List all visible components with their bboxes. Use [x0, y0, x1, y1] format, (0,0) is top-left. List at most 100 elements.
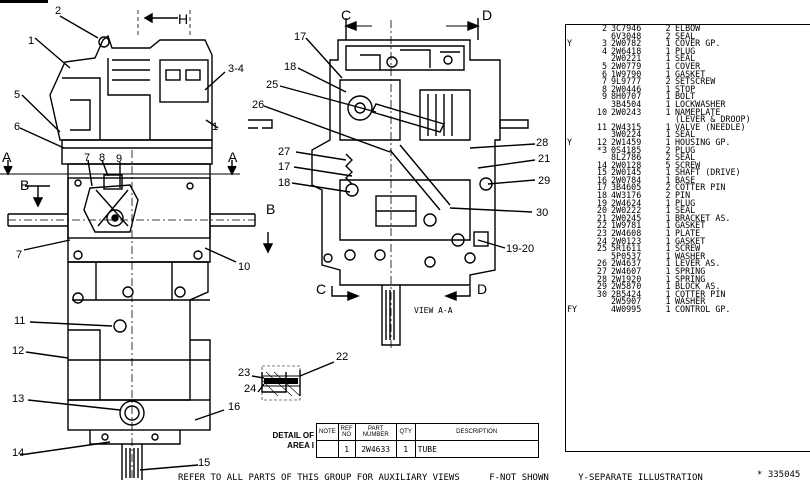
parts-cell-desc: SCREW	[675, 159, 701, 170]
parts-cell-note	[566, 260, 594, 268]
parts-cell-note	[566, 101, 594, 109]
parts-cell-qty: 1	[665, 174, 671, 185]
footer-not-shown: F-NOT SHOWN	[489, 473, 549, 483]
parts-cell-part: 8L2786	[611, 152, 642, 163]
parts-cell-note	[566, 222, 594, 230]
parts-cell-ref: 20	[596, 205, 607, 216]
parts-cell-part: 2W1459	[611, 136, 642, 147]
parts-cell-part: 8H0707	[611, 91, 642, 102]
parts-cell-ref: 2	[601, 23, 607, 33]
section-letter-c-top: C	[341, 7, 351, 23]
parts-cell-qty: 2	[665, 76, 671, 87]
parts-cell-desc: BOLT	[675, 91, 696, 102]
detail-table-block: DETAIL OF AREA I NOTE REF NO PART NUMBER…	[262, 423, 562, 461]
parts-cell-desc: SEAL	[675, 205, 696, 216]
parts-cell-part: 2W6418	[611, 45, 642, 56]
parts-cell-part: 3B4504	[611, 98, 642, 109]
parts-cell-part: 2B5424	[611, 288, 642, 299]
callout-13: 13	[12, 393, 24, 405]
callout-8: 8	[99, 152, 105, 164]
parts-cell-ref: 29	[596, 281, 607, 292]
parts-cell-note	[566, 177, 594, 185]
callout-29: 29	[538, 175, 550, 187]
parts-cell-part: 2W1920	[611, 273, 642, 284]
section-letter-b-left: B	[20, 177, 29, 193]
parts-cell-qty: 1	[665, 281, 671, 292]
detail-area-i	[251, 361, 335, 401]
parts-cell-desc: SPRING	[675, 266, 706, 276]
parts-cell-note: Y	[567, 38, 573, 49]
parts-cell-qty: 1	[665, 129, 671, 140]
callout-16: 16	[228, 401, 240, 413]
parts-cell-note	[566, 93, 594, 101]
parts-cell-ref: 11	[596, 121, 607, 132]
parts-cell-desc: WASHER	[675, 296, 706, 307]
parts-cell-note	[566, 169, 594, 177]
parts-cell-note	[566, 154, 594, 162]
callout-12: 12	[12, 345, 24, 357]
parts-cell-qty: 2	[665, 182, 671, 193]
parts-cell-part: 2W0222	[611, 205, 642, 216]
parts-cell-ref: 26	[596, 258, 607, 269]
parts-cell-part: 3B4605	[611, 182, 642, 193]
parts-cell-part: 5P0537	[611, 250, 642, 261]
parts-cell-desc: COTTER PIN	[675, 182, 726, 193]
parts-cell-note	[566, 215, 594, 223]
parts-cell-desc: NAMEPLATE	[675, 106, 721, 117]
parts-cell-part: 6V3048	[611, 30, 642, 41]
parts-cell-ref: 16	[596, 174, 607, 185]
parts-cell-qty: 1	[665, 303, 671, 314]
parts-cell-desc: (LEVER & DROOP)	[675, 114, 751, 125]
detail-table: NOTE REF NO PART NUMBER QTY DESCRIPTION …	[316, 423, 539, 458]
callout-17a: 17	[294, 31, 306, 43]
parts-cell-desc: WASHER	[675, 250, 706, 261]
footer-notes: REFER TO ALL PARTS OF THIS GROUP FOR AUX…	[178, 473, 727, 483]
parts-cell-part: 5R1611	[611, 243, 642, 254]
callout-11: 11	[14, 315, 25, 327]
parts-cell-desc: SHAFT (DRIVE)	[675, 167, 741, 178]
callout-18a: 18	[284, 61, 296, 73]
parts-cell-desc: COVER	[675, 60, 701, 71]
callout-18b: 18	[278, 177, 290, 189]
parts-cell-desc: VALVE (NEEDLE)	[675, 121, 746, 132]
parts-cell-note	[566, 184, 594, 192]
parts-cell-ref: 21	[596, 212, 607, 223]
parts-cell-qty: 2	[665, 30, 671, 41]
callout-6: 6	[14, 121, 20, 133]
callout-9: 9	[116, 153, 122, 165]
parts-cell-ref: 23	[596, 228, 607, 239]
parts-cell-qty: 1	[665, 121, 671, 132]
parts-cell-desc: LOCKWASHER	[675, 98, 726, 109]
parts-cell-qty: 1	[665, 83, 671, 94]
parts-cell-qty: 1	[665, 288, 671, 299]
parts-cell-note	[566, 192, 594, 200]
parts-cell-ref: 5	[601, 60, 607, 71]
detail-cell-qty: 1	[395, 440, 416, 458]
parts-cell-note	[566, 55, 594, 63]
parts-cell-part: 2W0782	[611, 38, 642, 49]
parts-cell-part: 1W9790	[611, 68, 642, 79]
parts-cell-qty: 1	[665, 258, 671, 269]
parts-cell-ref: 4	[601, 45, 607, 56]
parts-cell-qty: 1	[665, 167, 671, 178]
